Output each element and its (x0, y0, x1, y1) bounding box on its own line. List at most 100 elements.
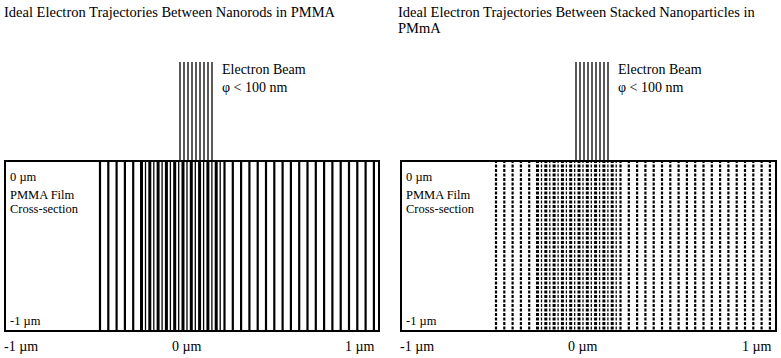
electron-trajectory (769, 160, 771, 332)
electron-trajectory (290, 160, 292, 332)
panel-title: Ideal Electron Trajectories Between Stac… (398, 4, 778, 36)
electron-trajectory (549, 160, 550, 332)
electron-trajectory (607, 160, 608, 332)
electron-trajectory (616, 160, 617, 332)
electron-trajectory (315, 160, 317, 332)
film-cross-section: 0 µm PMMA Film Cross-section -1 µm (400, 160, 777, 332)
electron-trajectory (203, 160, 204, 332)
film-label: PMMA Film Cross-section (406, 188, 490, 216)
electron-trajectory (628, 160, 630, 332)
axis-label: 1 µm (345, 339, 374, 355)
electron-beam-line (199, 62, 200, 160)
electron-trajectory (736, 160, 738, 332)
electron-trajectory (553, 160, 556, 332)
beam-label: Electron Beam (222, 62, 306, 78)
electron-trajectory (195, 160, 196, 332)
electron-trajectory (331, 160, 333, 332)
electron-trajectory (611, 160, 614, 332)
electron-trajectory (702, 160, 704, 332)
electron-beam-line (607, 62, 608, 160)
electron-beam-line (591, 62, 592, 160)
electron-trajectory (544, 160, 547, 332)
electron-trajectory (248, 160, 250, 332)
electron-trajectory (157, 160, 160, 332)
electron-trajectory (165, 160, 168, 332)
electron-trajectory (677, 160, 679, 332)
electron-beam-line (575, 62, 576, 160)
electron-trajectory (578, 160, 581, 332)
electron-beam-line (599, 62, 600, 160)
electron-trajectory (273, 160, 275, 332)
electron-trajectory (602, 160, 605, 332)
electron-trajectory (190, 160, 193, 332)
electron-trajectory (719, 160, 721, 332)
electron-beam-line (191, 62, 192, 160)
electron-trajectory (223, 160, 225, 332)
electron-trajectory (215, 160, 218, 332)
electron-trajectory (170, 160, 171, 332)
electron-trajectory (574, 160, 575, 332)
electron-trajectory (356, 160, 358, 332)
electron-beam-line (211, 62, 212, 160)
electron-beam-line (179, 62, 180, 160)
electron-beam-line (207, 62, 208, 160)
electron-trajectory (711, 160, 713, 332)
electron-trajectory (636, 160, 638, 332)
electron-trajectory (760, 160, 762, 332)
electron-beam-line (183, 62, 184, 160)
depth-label: 0 µm (406, 170, 432, 184)
electron-trajectory (528, 160, 530, 332)
electron-trajectory (265, 160, 267, 332)
electron-trajectory (282, 160, 284, 332)
electron-trajectory (694, 160, 696, 332)
electron-beam-line (195, 62, 196, 160)
electron-beam-line (203, 62, 204, 160)
axis-label: -1 µm (4, 339, 38, 355)
electron-trajectory (536, 160, 539, 332)
electron-trajectory (619, 160, 621, 332)
axis-label: 1 µm (742, 339, 771, 355)
electron-trajectory (178, 160, 179, 332)
electron-trajectory (306, 160, 308, 332)
electron-trajectory (140, 160, 143, 332)
electron-trajectory (752, 160, 754, 332)
electron-trajectory (173, 160, 176, 332)
electron-trajectory (323, 160, 325, 332)
depth-label: -1 µm (406, 314, 436, 328)
electron-beam-line (595, 62, 596, 160)
electron-trajectory (206, 160, 209, 332)
electron-trajectory (148, 160, 151, 332)
electron-trajectory (240, 160, 242, 332)
depth-label: 0 µm (10, 170, 36, 184)
electron-trajectory (211, 160, 212, 332)
electron-trajectory (586, 160, 589, 332)
electron-trajectory (582, 160, 583, 332)
electron-trajectory (727, 160, 729, 332)
electron-trajectory (182, 160, 185, 332)
electron-trajectory (132, 160, 134, 332)
electron-beam-line (603, 62, 604, 160)
electron-trajectory (591, 160, 592, 332)
electron-beam-line (587, 62, 588, 160)
electron-trajectory (566, 160, 567, 332)
axis-label: -1 µm (400, 339, 434, 355)
panel-title: Ideal Electron Trajectories Between Nano… (4, 4, 384, 20)
electron-trajectory (161, 160, 162, 332)
electron-trajectory (153, 160, 154, 332)
electron-trajectory (744, 160, 746, 332)
electron-trajectory (495, 160, 497, 332)
electron-trajectory (594, 160, 597, 332)
axis-label: 0 µm (568, 339, 597, 355)
film-label: PMMA Film Cross-section (10, 188, 94, 216)
electron-trajectory (107, 160, 109, 332)
electron-trajectory (661, 160, 663, 332)
electron-trajectory (511, 160, 513, 332)
electron-trajectory (348, 160, 350, 332)
electron-beam-line (579, 62, 580, 160)
electron-trajectory (257, 160, 259, 332)
electron-trajectory (124, 160, 126, 332)
electron-trajectory (561, 160, 564, 332)
axis-label: 0 µm (172, 339, 201, 355)
electron-beam-line (187, 62, 188, 160)
